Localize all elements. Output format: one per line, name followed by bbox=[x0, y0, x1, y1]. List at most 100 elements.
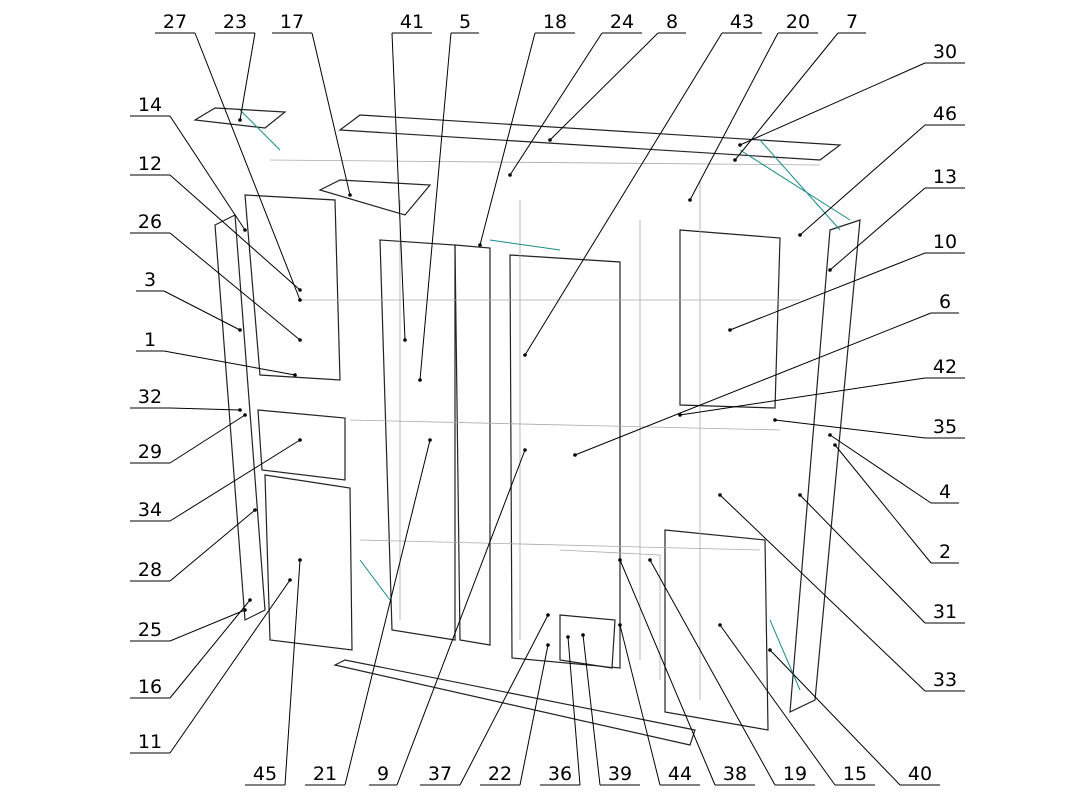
callout-6: 6 bbox=[573, 291, 959, 457]
callout-46: 46 bbox=[798, 103, 965, 237]
callout-number: 19 bbox=[783, 763, 807, 785]
leader-dot bbox=[243, 413, 247, 417]
leader-line bbox=[799, 494, 926, 624]
shelf-small bbox=[318, 179, 432, 216]
leader-line bbox=[239, 32, 256, 121]
leader-dot bbox=[618, 558, 622, 562]
callout-number: 38 bbox=[723, 763, 747, 785]
callout-number: 20 bbox=[786, 11, 810, 33]
callout-4: 4 bbox=[828, 433, 959, 504]
leader-line bbox=[169, 599, 251, 699]
callout-number: 5 bbox=[459, 11, 471, 33]
callout-12: 12 bbox=[130, 153, 302, 292]
top-panel bbox=[338, 114, 842, 161]
leader-dot bbox=[238, 118, 242, 122]
leader-dot bbox=[253, 508, 257, 512]
callout-35: 35 bbox=[773, 416, 965, 439]
callout-20: 20 bbox=[688, 11, 818, 202]
leader-line bbox=[194, 32, 301, 301]
leader-line bbox=[396, 449, 526, 786]
leader-dot bbox=[798, 233, 802, 237]
callout-41: 41 bbox=[391, 11, 432, 342]
leader-line bbox=[729, 252, 926, 331]
leader-line bbox=[169, 439, 301, 522]
leader-line bbox=[689, 32, 779, 201]
leader-line bbox=[169, 407, 241, 411]
leader-dot bbox=[546, 613, 550, 617]
callout-39: 39 bbox=[581, 633, 640, 786]
callout-31: 31 bbox=[798, 493, 965, 624]
callout-number: 28 bbox=[138, 559, 162, 581]
callout-17: 17 bbox=[272, 11, 352, 197]
leader-line bbox=[479, 32, 536, 246]
callout-9: 9 bbox=[369, 448, 527, 786]
leader-line bbox=[169, 609, 246, 642]
leader-dot bbox=[618, 623, 622, 627]
callout-28: 28 bbox=[130, 508, 257, 582]
leader-line bbox=[719, 624, 836, 786]
furniture-drawing bbox=[193, 107, 861, 746]
callout-number: 4 bbox=[939, 481, 951, 503]
leader-dot bbox=[243, 228, 247, 232]
callout-45: 45 bbox=[245, 558, 302, 786]
callout-number: 44 bbox=[668, 763, 692, 785]
callout-number: 16 bbox=[138, 676, 162, 698]
leader-line bbox=[524, 32, 723, 356]
callout-number: 12 bbox=[138, 153, 162, 175]
leader-line bbox=[799, 124, 926, 236]
callout-number: 40 bbox=[908, 763, 932, 785]
callout-number: 36 bbox=[548, 763, 572, 785]
callout-number: 45 bbox=[253, 763, 277, 785]
leader-dot bbox=[478, 243, 482, 247]
leader-line bbox=[391, 32, 406, 341]
internal-structure bbox=[269, 159, 821, 700]
callout-number: 35 bbox=[933, 416, 957, 438]
leader-line bbox=[734, 32, 839, 161]
callout-number: 17 bbox=[280, 11, 304, 33]
callout-number: 43 bbox=[730, 11, 754, 33]
leader-line bbox=[163, 290, 241, 331]
leader-dot bbox=[403, 338, 407, 342]
leader-line bbox=[829, 187, 926, 271]
leader-line bbox=[582, 634, 601, 786]
door-left-lower bbox=[264, 474, 353, 651]
leader-dot bbox=[768, 648, 772, 652]
leader-dot bbox=[288, 578, 292, 582]
leader-line bbox=[169, 579, 291, 754]
leader-line bbox=[344, 439, 431, 786]
callout-number: 31 bbox=[933, 601, 957, 623]
leader-dot bbox=[773, 418, 777, 422]
callout-number: 8 bbox=[666, 11, 678, 33]
leader-line bbox=[829, 434, 932, 504]
door-right-upper bbox=[679, 229, 781, 409]
callout-number: 25 bbox=[138, 619, 162, 641]
callout-38: 38 bbox=[618, 558, 755, 786]
callout-number: 7 bbox=[846, 11, 858, 33]
callout-43: 43 bbox=[523, 11, 762, 357]
leader-dot bbox=[298, 558, 302, 562]
callout-number: 42 bbox=[933, 356, 957, 378]
leader-dot bbox=[718, 623, 722, 627]
leader-dot bbox=[828, 433, 832, 437]
callout-37: 37 bbox=[420, 613, 550, 786]
leader-dot bbox=[566, 635, 570, 639]
callout-16: 16 bbox=[130, 598, 252, 699]
door-left-upper bbox=[244, 194, 341, 381]
callout-number: 37 bbox=[428, 763, 452, 785]
leader-line bbox=[679, 377, 926, 416]
callout-8: 8 bbox=[548, 11, 686, 142]
leader-dot bbox=[648, 558, 652, 562]
callout-13: 13 bbox=[828, 166, 965, 272]
callout-44: 44 bbox=[618, 623, 700, 786]
leader-dot bbox=[243, 608, 247, 612]
callout-number: 15 bbox=[843, 763, 867, 785]
callout-36: 36 bbox=[540, 635, 581, 786]
leader-dot bbox=[348, 193, 352, 197]
callout-23: 23 bbox=[215, 11, 256, 122]
callout-number: 9 bbox=[377, 763, 389, 785]
leader-line bbox=[574, 312, 932, 456]
callout-2: 2 bbox=[833, 443, 959, 564]
leader-dot bbox=[733, 158, 737, 162]
door-right-lower bbox=[664, 529, 769, 731]
callout-number: 18 bbox=[543, 11, 567, 33]
